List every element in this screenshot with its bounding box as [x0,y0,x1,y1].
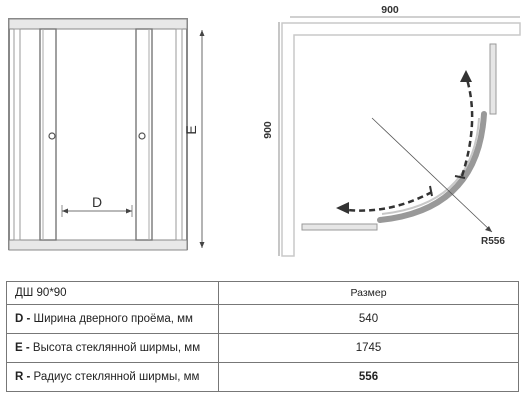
top-profile [8,18,188,30]
cabin-outer-frame [8,18,188,250]
table-row: R - Радиус стеклянной ширмы, мм 556 [6,362,519,392]
specification-table: ДШ 90*90 Размер D - Ширина дверного проё… [6,281,519,392]
dimension-label-d: D [92,194,102,210]
fixed-glass-panel-right [489,43,497,115]
door-handle-mark-left [429,185,433,197]
arrow-left-head [336,202,349,214]
corner-walls [281,22,521,257]
arrow-up-head [460,70,472,82]
front-elevation-view: D E [8,18,205,251]
row-description: D - Ширина дверного проёма, мм [6,304,219,334]
right-fixed-panel [135,28,153,241]
size-header-cell: Размер [218,281,519,305]
left-post [13,28,21,241]
right-door-handle [138,132,146,140]
radius-line [371,117,493,233]
dimension-label-e: E [183,125,199,134]
top-dimension-label: 900 [381,4,399,16]
row-value: 556 [218,362,519,392]
row-value: 1745 [218,333,519,363]
row-description: R - Радиус стеклянной ширмы, мм [6,362,219,392]
right-post [175,28,183,241]
bottom-tray [8,239,188,251]
table-row: D - Ширина дверного проёма, мм 540 [6,304,519,334]
model-cell: ДШ 90*90 [6,281,219,305]
side-dimension-label: 900 [262,121,274,139]
plan-view: 900 900 R556 [262,4,521,257]
door-handle-mark-right [454,175,466,179]
curved-sliding-door-inner [381,117,480,215]
row-value: 540 [218,304,519,334]
technical-drawing: D E 900 900 R556 [8,4,521,257]
left-fixed-panel [39,28,57,241]
table-header-row: ДШ 90*90 Размер [6,281,519,305]
row-description: E - Высота стеклянной ширмы, мм [6,333,219,363]
door-open-arrow-up [460,75,474,177]
table-row: E - Высота стеклянной ширмы, мм 1745 [6,333,519,363]
fixed-glass-panel-bottom [301,223,378,231]
radius-label: R556 [481,236,505,247]
left-door-handle [48,132,56,140]
curved-sliding-door-outer [377,111,487,223]
door-open-arrow-left [347,190,433,212]
